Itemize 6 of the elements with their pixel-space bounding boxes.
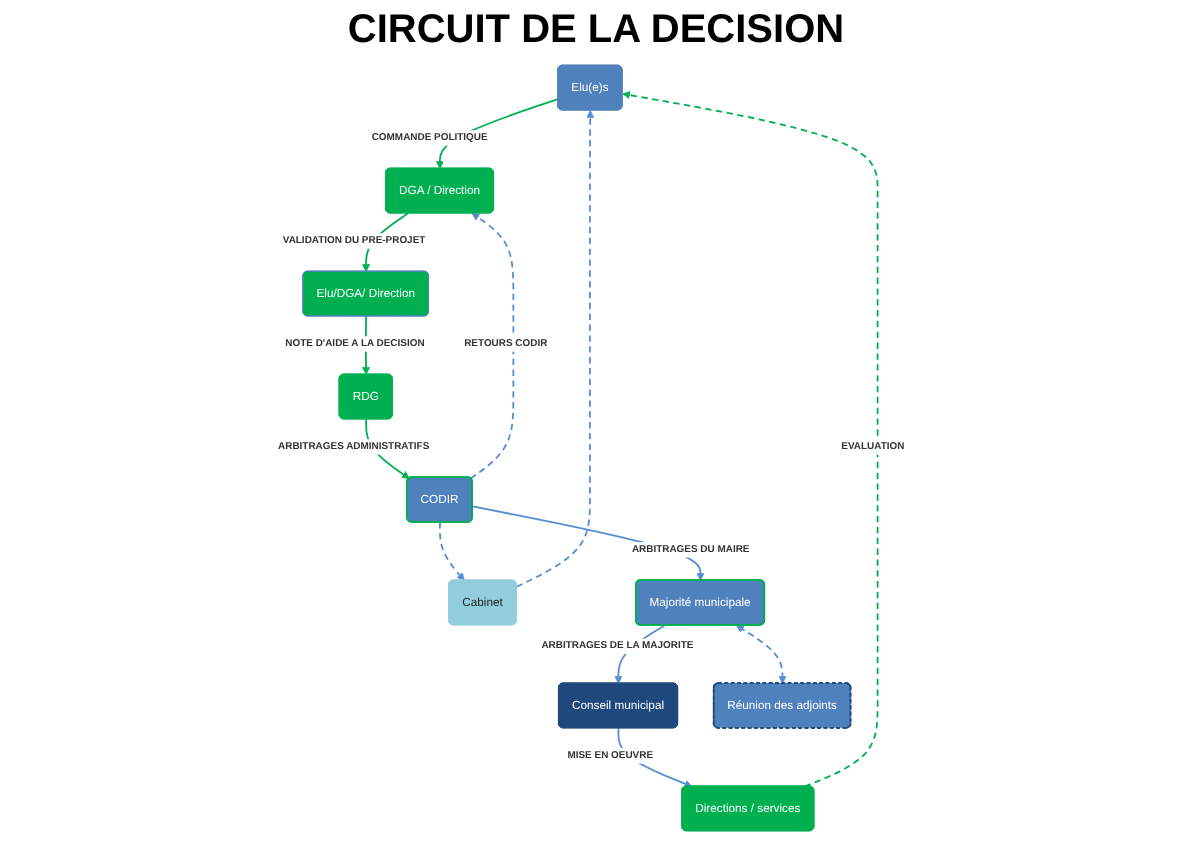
arrow — [622, 91, 879, 788]
diagram-title: CIRCUIT DE LA DECISION — [345, 8, 847, 54]
arrow — [515, 110, 595, 588]
arrow — [469, 213, 515, 480]
arrow — [438, 521, 465, 581]
arrow — [736, 625, 787, 684]
